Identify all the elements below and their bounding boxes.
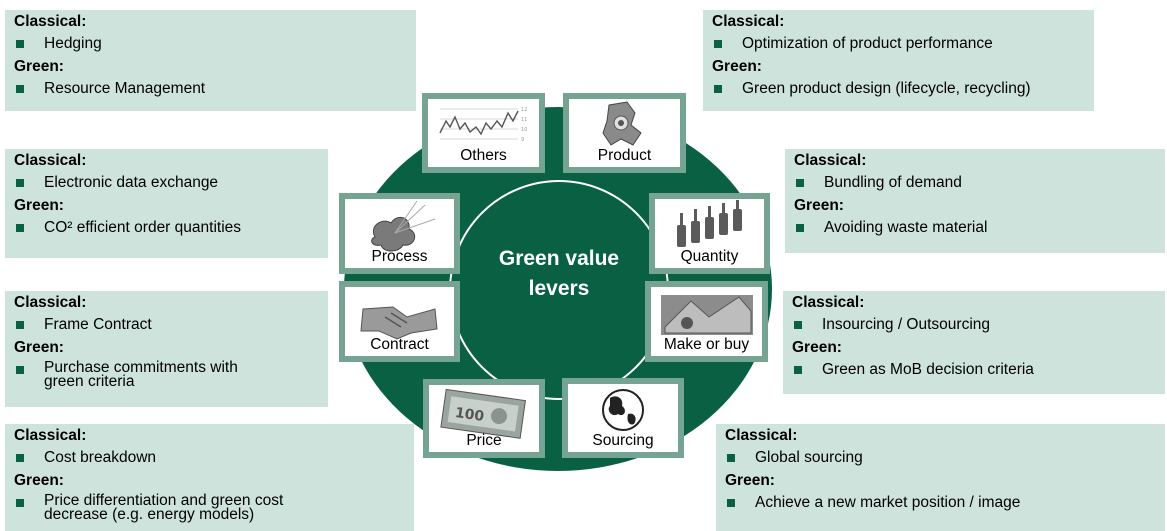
- bullet-icon: [16, 366, 24, 374]
- classical-heading: Classical:: [712, 13, 785, 30]
- classical-heading: Classical:: [14, 294, 87, 311]
- lever-contract-label: Contract: [370, 336, 429, 353]
- classical-heading: Classical:: [725, 427, 798, 444]
- lever-quantity: Quantity: [649, 193, 770, 274]
- green-item: Purchase commitments with green criteria: [14, 360, 274, 389]
- bullet-icon: [16, 40, 24, 48]
- green-heading: Green:: [14, 197, 64, 214]
- info-box-quantity: Classical: Bundling of demand Green: Avo…: [785, 149, 1165, 253]
- classical-heading: Classical:: [14, 427, 87, 444]
- svg-text:12: 12: [521, 107, 527, 113]
- classical-heading: Classical:: [14, 13, 87, 30]
- globe-icon: [602, 389, 644, 431]
- lever-others-label: Others: [460, 147, 507, 164]
- bullet-icon: [794, 366, 802, 374]
- svg-text:100: 100: [454, 405, 485, 425]
- green-item: Green as MoB decision criteria: [792, 361, 1157, 381]
- green-heading: Green:: [14, 58, 64, 75]
- center-title: Green value levers: [449, 244, 669, 304]
- center-title-line1: Green value: [498, 247, 620, 270]
- green-item: Resource Management: [14, 80, 408, 100]
- classical-item: Hedging: [14, 35, 408, 55]
- info-box-makebuy: Classical: Insourcing / Outsourcing Gree…: [783, 291, 1165, 394]
- bullet-icon: [794, 321, 802, 329]
- green-heading: Green:: [712, 58, 762, 75]
- bullet-icon: [796, 179, 804, 187]
- info-box-contract: Classical: Frame Contract Green: Purchas…: [5, 291, 328, 407]
- lever-product-label: Product: [597, 147, 652, 164]
- classical-heading: Classical:: [14, 152, 87, 169]
- bullet-icon: [16, 321, 24, 329]
- bullet-icon: [16, 85, 24, 93]
- handshake-icon: [360, 306, 438, 340]
- svg-text:9: 9: [521, 137, 524, 143]
- green-item: Avoiding waste material: [794, 219, 1157, 239]
- info-box-product: Classical: Optimization of product perfo…: [703, 10, 1094, 111]
- center-circle: [449, 180, 669, 400]
- green-heading: Green:: [794, 197, 844, 214]
- bullet-icon: [16, 454, 24, 462]
- info-box-sourcing: Classical: Global sourcing Green: Achiev…: [716, 424, 1165, 531]
- info-box-price: Classical: Cost breakdown Green: Price d…: [5, 424, 414, 531]
- green-item: CO² efficient order quantities: [14, 219, 320, 239]
- green-item: Achieve a new market position / image: [725, 494, 1157, 514]
- lever-process-label: Process: [371, 248, 428, 265]
- lever-sourcing: Sourcing: [562, 378, 684, 458]
- lever-price-label: Price: [466, 432, 502, 449]
- classical-item: Electronic data exchange: [14, 174, 320, 194]
- classical-heading: Classical:: [794, 152, 867, 169]
- lever-others: 12 11 10 9 Others: [422, 93, 545, 173]
- green-heading: Green:: [14, 339, 64, 356]
- bullet-icon: [727, 499, 735, 507]
- classical-item: Optimization of product performance: [712, 35, 1086, 55]
- bullet-icon: [796, 224, 804, 232]
- green-item: Green product design (lifecycle, recycli…: [712, 80, 1086, 100]
- svg-text:10: 10: [521, 127, 527, 133]
- lever-process: Process: [339, 193, 460, 274]
- green-item: Price differentiation and green cost dec…: [14, 493, 344, 522]
- green-heading: Green:: [725, 472, 775, 489]
- bullet-icon: [727, 454, 735, 462]
- classical-item: Frame Contract: [14, 316, 320, 336]
- lever-contract: Contract: [339, 281, 460, 362]
- lever-product: Product: [563, 93, 686, 173]
- banknotes-icon: 100: [440, 388, 526, 439]
- lever-sourcing-label: Sourcing: [592, 432, 654, 449]
- lever-quantity-label: Quantity: [680, 248, 739, 265]
- svg-text:11: 11: [521, 117, 527, 123]
- classical-item: Bundling of demand: [794, 174, 1157, 194]
- lever-price: 100 Price: [423, 379, 545, 458]
- bullet-icon: [714, 40, 722, 48]
- product-part-icon: [602, 101, 642, 146]
- bottles-icon: [677, 200, 742, 247]
- info-box-others: Classical: Hedging Green: Resource Manag…: [5, 10, 416, 111]
- lever-makebuy-label: Make or buy: [663, 336, 750, 353]
- bullet-icon: [16, 224, 24, 232]
- classical-item: Cost breakdown: [14, 449, 406, 469]
- classical-item: Insourcing / Outsourcing: [792, 316, 1157, 336]
- green-heading: Green:: [792, 339, 842, 356]
- bullet-icon: [714, 85, 722, 93]
- lever-makebuy: Make or buy: [645, 281, 768, 362]
- process-icon: [371, 200, 436, 252]
- bullet-icon: [16, 499, 24, 507]
- classical-item: Global sourcing: [725, 449, 1157, 469]
- factory-icon: [661, 295, 753, 335]
- green-heading: Green:: [14, 472, 64, 489]
- stock-chart-icon: 12 11 10 9: [439, 107, 527, 143]
- bullet-icon: [16, 179, 24, 187]
- center-title-line2: levers: [528, 277, 590, 300]
- classical-heading: Classical:: [792, 294, 865, 311]
- info-box-process: Classical: Electronic data exchange Gree…: [5, 149, 328, 258]
